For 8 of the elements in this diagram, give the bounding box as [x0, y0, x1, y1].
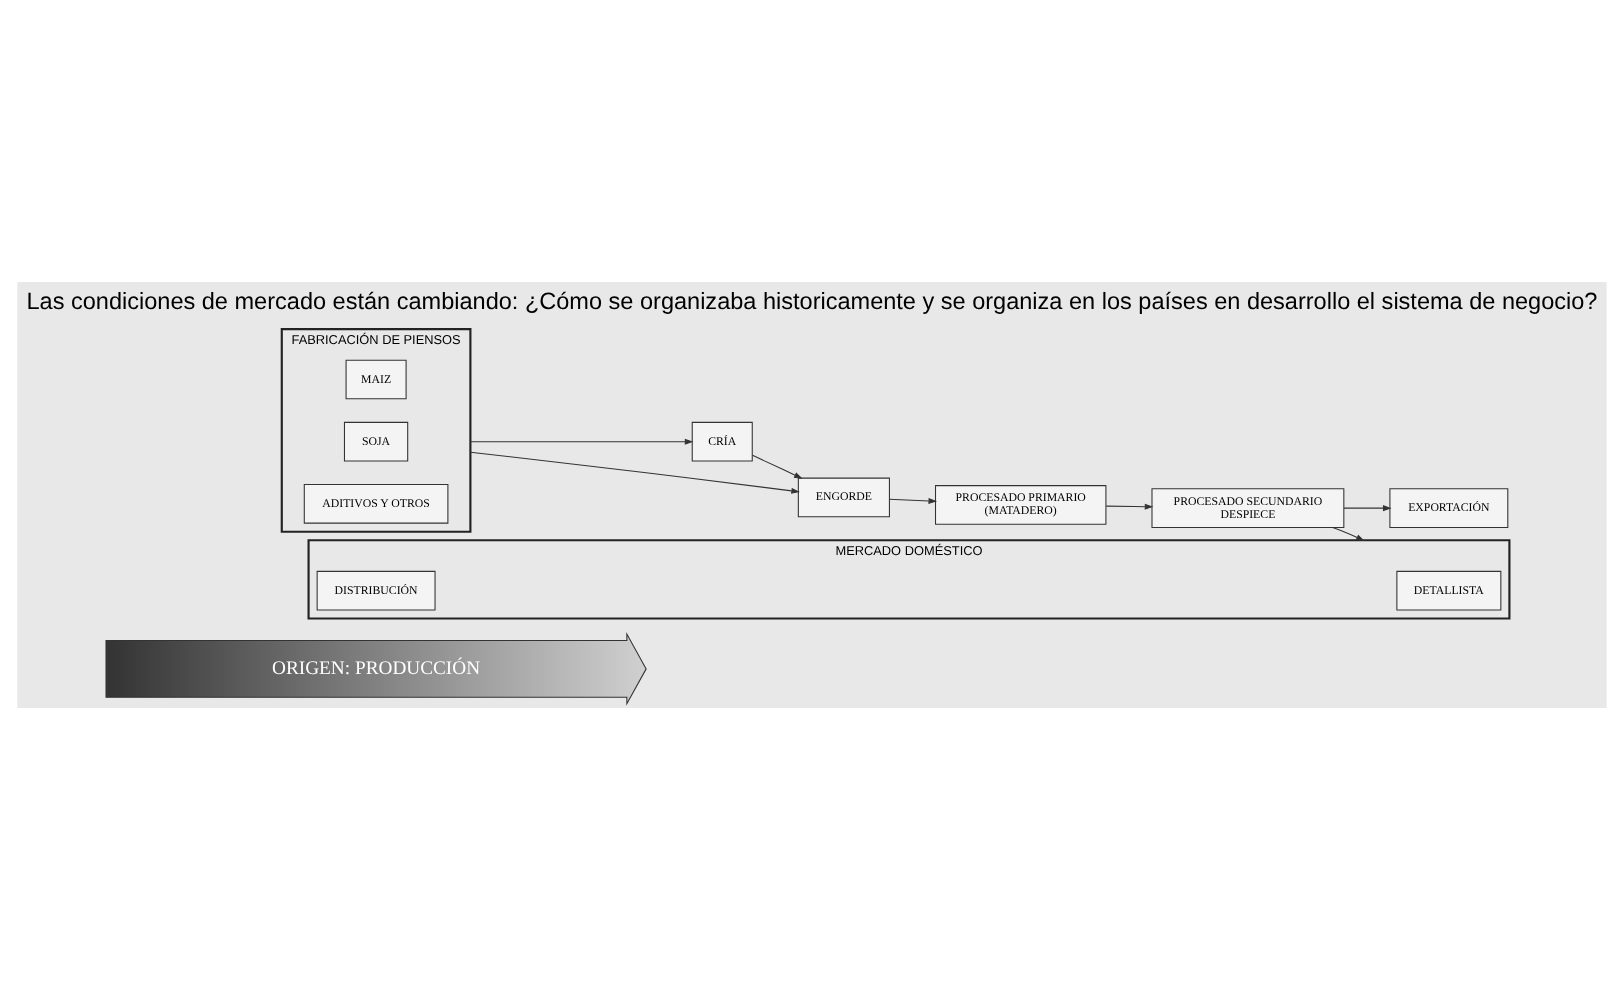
diagram-title: Las condiciones de mercado están cambiando: ¿Cómo se organizaba historicamente y se organiza en los países en desarrollo el sistema de negocio?	[26, 288, 1598, 315]
arrow	[469, 437, 694, 444]
arrow	[1332, 526, 1365, 540]
arrow	[888, 497, 938, 503]
arrow	[752, 453, 803, 478]
arrow	[469, 450, 800, 493]
arrow	[1105, 502, 1154, 509]
arrow	[1343, 504, 1392, 511]
